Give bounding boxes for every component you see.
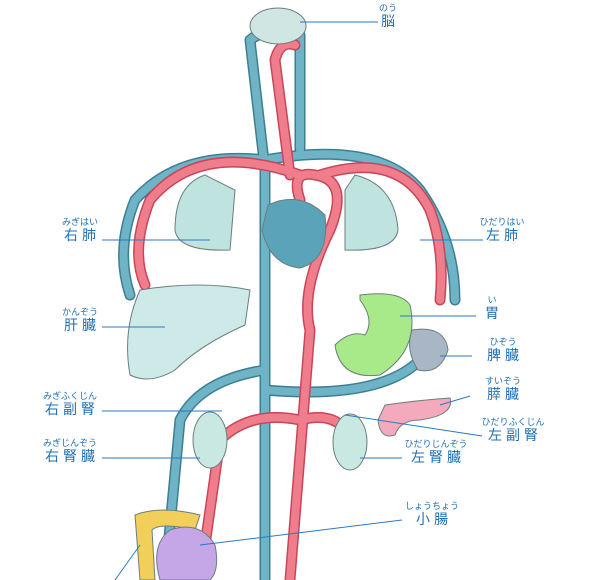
label-left-lung: ひだりはい左肺 — [479, 218, 525, 244]
left-kidney-shape — [332, 413, 368, 471]
leader-lines — [102, 21, 483, 580]
label-liver: かんぞう肝臓 — [61, 308, 100, 334]
spleen-shape — [409, 328, 449, 372]
right-kidney-shape — [192, 411, 228, 469]
heart-shape — [261, 198, 327, 269]
left-lung-shape — [344, 174, 399, 251]
stomach-shape — [334, 293, 413, 377]
label-right-adrenal: みぎふくじん右副腎 — [42, 392, 99, 418]
small-intestine-shape — [156, 526, 218, 580]
pancreas-shape — [377, 397, 452, 437]
label-stomach: い胃 — [485, 296, 503, 322]
brain-shape — [249, 7, 307, 45]
label-left-adrenal: ひだりふくじん左副腎 — [481, 418, 545, 444]
label-brain: のう脳 — [378, 4, 399, 30]
label-spleen: ひぞう脾臓 — [487, 338, 523, 364]
liver-shape — [127, 284, 251, 380]
label-small-intestine: しょうちょう小腸 — [404, 502, 460, 528]
label-pancreas: すいぞう膵臓 — [484, 377, 523, 403]
right-lung-shape — [174, 174, 236, 251]
label-left-kidney: ひだりじんぞう左腎臓 — [404, 440, 468, 466]
label-right-lung: みぎはい右肺 — [61, 218, 100, 244]
label-right-kidney: みぎじんぞう右腎臓 — [42, 439, 99, 465]
